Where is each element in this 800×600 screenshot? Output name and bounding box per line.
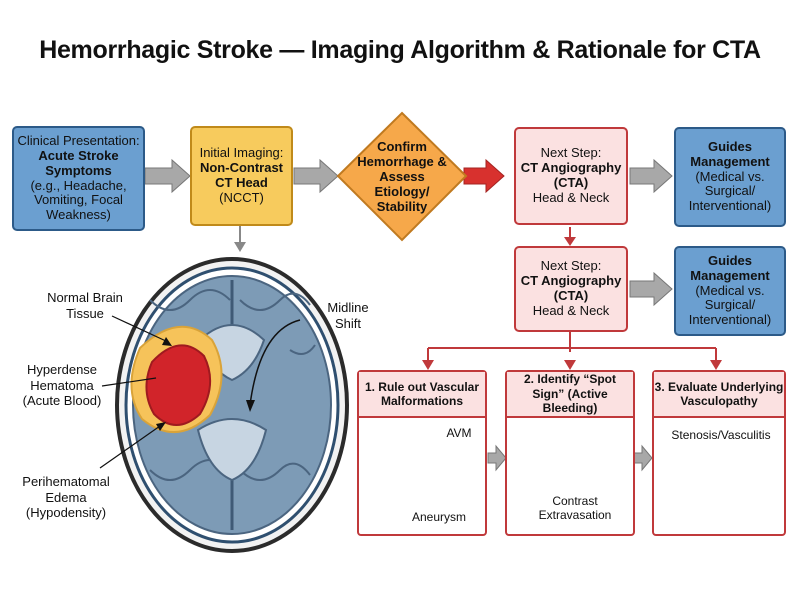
guides-top-box: Guides Management (Medical vs. Surgical/…	[674, 127, 786, 227]
panel-vascular-malformations: 1. Rule out Vascular Malformations AVM A…	[357, 370, 487, 536]
initial-imaging-box: Initial Imaging: Non-Contrast CT Head (N…	[190, 126, 293, 226]
initial-line1: Initial Imaging:	[199, 145, 284, 161]
arrow-cta-to-guides-mid	[629, 271, 673, 307]
guides-top-bold: Guides Management	[690, 138, 770, 169]
guides-top-detail: (Medical vs. Surgical/ Interventional)	[688, 168, 772, 214]
panel-3-title: 3. Evaluate Underlying Vasculopathy	[654, 372, 784, 418]
label-hematoma: Hyperdense Hematoma (Acute Blood)	[22, 362, 102, 409]
confirm-text: Confirm Hemorrhage & Assess Etiology/ St…	[357, 139, 447, 214]
arrow-panel2-to-panel3	[633, 444, 653, 472]
cta-top-bold: CT Angiography (CTA)	[520, 160, 622, 190]
guides-mid-box: Guides Management (Medical vs. Surgical/…	[674, 246, 786, 336]
initial-bold: Non-Contrast CT Head	[199, 160, 284, 190]
cta-top-box: Next Step: CT Angiography (CTA) Head & N…	[514, 127, 628, 225]
panel-2-label: Contrast Extravasation	[538, 494, 612, 523]
guides-mid-detail: (Medical vs. Surgical/ Interventional)	[688, 282, 772, 328]
hematoma-shape	[145, 344, 211, 426]
cta-mid-detail: Head & Neck	[532, 302, 610, 318]
clinical-detail: (e.g., Headache, Vomiting, Focal Weaknes…	[30, 177, 127, 223]
panel-spot-sign: 2. Identify “Spot Sign” (Active Bleeding…	[505, 370, 635, 536]
cta-mid-bold: CT Angiography (CTA)	[520, 273, 622, 303]
label-midline-shift: Midline Shift	[327, 300, 369, 331]
panel-vasculopathy: 3. Evaluate Underlying Vasculopathy Sten…	[652, 370, 786, 536]
clinical-bold: Acute Stroke Symptoms	[38, 147, 119, 178]
cta-mid-line1: Next Step:	[540, 258, 602, 274]
clinical-line1: Clinical Presentation:	[17, 132, 140, 148]
panel-1-title: 1. Rule out Vascular Malformations	[359, 372, 485, 418]
cta-top-detail: Head & Neck	[532, 189, 610, 205]
arrow-confirm-to-cta	[463, 158, 505, 194]
cta-mid-box: Next Step: CT Angiography (CTA) Head & N…	[514, 246, 628, 332]
panel-1-label-avm: AVM	[446, 426, 472, 440]
label-edema: Perihematomal Edema (Hypodensity)	[22, 474, 110, 521]
arrow-panel1-to-panel2	[487, 444, 507, 472]
confirm-diamond	[336, 111, 468, 242]
page-title: Hemorrhagic Stroke — Imaging Algorithm &…	[39, 36, 761, 64]
arrow-clinical-to-initial	[144, 158, 191, 194]
guides-mid-bold: Guides Management	[690, 252, 770, 283]
arrow-cta-to-guides-top	[629, 158, 673, 194]
clinical-presentation-box: Clinical Presentation: Acute Stroke Symp…	[12, 126, 145, 231]
label-normal-tissue: Normal Brain Tissue	[47, 290, 123, 321]
panel-2-title: 2. Identify “Spot Sign” (Active Bleeding…	[507, 372, 633, 418]
initial-detail: (NCCT)	[219, 189, 264, 205]
cta-top-line1: Next Step:	[540, 145, 602, 161]
panel-3-label: Stenosis/Vasculitis	[671, 428, 771, 442]
brain-ct-illustration	[99, 257, 349, 553]
panel-1-label-aneurysm: Aneurysm	[411, 510, 467, 524]
arrow-initial-to-confirm	[293, 158, 339, 194]
